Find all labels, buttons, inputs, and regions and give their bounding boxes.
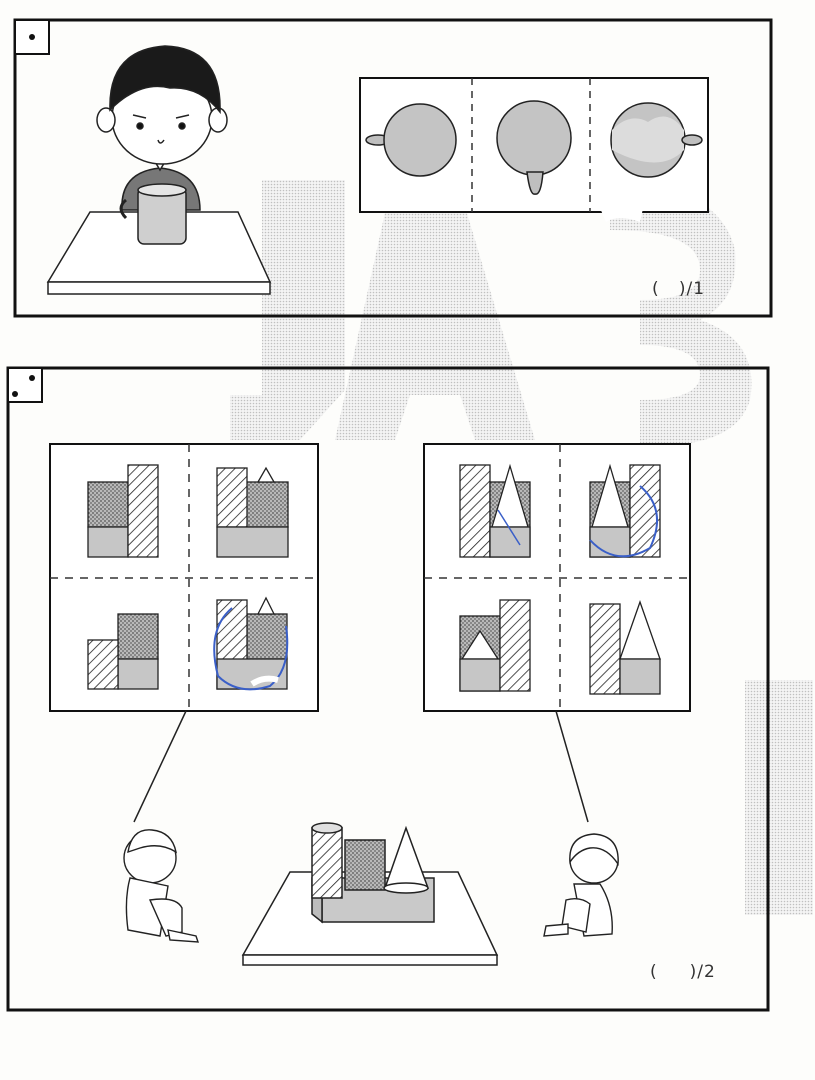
- blocks-table-illustration: [241, 822, 499, 966]
- view-choice-2-right-b[interactable]: [589, 463, 661, 558]
- view-choice-2-right-d[interactable]: [589, 600, 661, 695]
- cup-illustration: [119, 183, 187, 245]
- marker-dot: [12, 391, 18, 397]
- problem-1-box: [13, 18, 773, 318]
- pen-mark-erasure: [600, 88, 644, 222]
- problem-2-marker: [9, 369, 43, 403]
- view-choice-2-left-b[interactable]: [216, 466, 289, 558]
- score-field-1[interactable]: ( )/1: [652, 279, 706, 299]
- marker-dot: [29, 34, 35, 40]
- view-choice-1c[interactable]: [610, 102, 703, 178]
- view-choice-2-right-c[interactable]: [459, 599, 531, 692]
- view-choice-1a[interactable]: [365, 103, 457, 177]
- girl-sitting-illustration: [543, 833, 619, 937]
- pointer-lines: [133, 710, 589, 823]
- view-choice-2-right-a[interactable]: [459, 463, 531, 558]
- table-illustration: [46, 211, 272, 295]
- view-choice-2-left-d[interactable]: [213, 596, 289, 691]
- problem-2-box: [6, 366, 770, 1012]
- marker-dot: [29, 375, 35, 381]
- score-field-2[interactable]: ( )/2: [650, 962, 716, 982]
- view-choice-2-left-c[interactable]: [87, 613, 159, 690]
- view-choice-1b[interactable]: [496, 100, 572, 195]
- view-choice-2-left-a[interactable]: [87, 464, 159, 558]
- problem-1-marker: [16, 21, 50, 55]
- boy-sitting-illustration: [123, 829, 199, 943]
